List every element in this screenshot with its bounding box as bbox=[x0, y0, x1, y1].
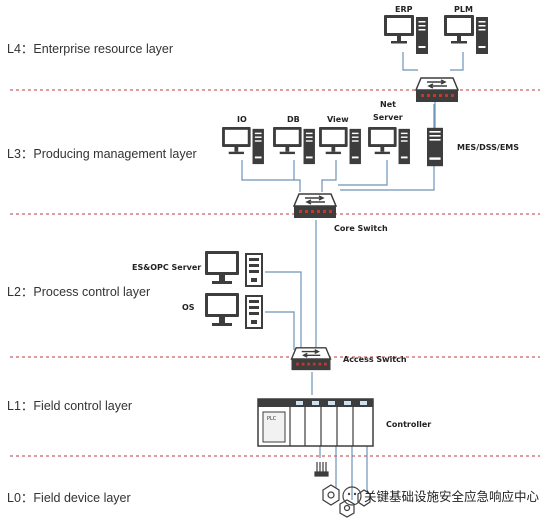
mes-server-icon bbox=[427, 127, 443, 167]
layer-label-l0: L0：Field device layer bbox=[7, 491, 131, 505]
layer-label-l4: L4：Enterprise resource layer bbox=[7, 42, 173, 56]
os-workstation-icon bbox=[204, 292, 263, 329]
plm-label: PLM bbox=[454, 5, 473, 14]
watermark: 关键基础设施安全应急响应中心 bbox=[342, 486, 540, 506]
layer-label-l1: L1：Field control layer bbox=[7, 399, 132, 413]
view-workstation-icon bbox=[319, 126, 361, 165]
watermark-text: 关键基础设施安全应急响应中心 bbox=[364, 489, 540, 504]
enterprise-switch-icon bbox=[415, 77, 459, 103]
mes-label: MES/DSS/EMS bbox=[457, 143, 519, 152]
access-switch-icon bbox=[290, 347, 332, 371]
core-switch-label: Core Switch bbox=[334, 224, 388, 233]
es-opc-server-label: ES&OPC Server bbox=[132, 263, 201, 272]
net-server-label-line2: Server bbox=[373, 113, 403, 122]
plm-workstation-icon bbox=[444, 15, 488, 54]
view-label: View bbox=[327, 115, 349, 124]
es-opc-server-icon bbox=[204, 250, 263, 287]
io-label: IO bbox=[237, 115, 247, 124]
erp-workstation-icon bbox=[384, 15, 428, 54]
field-sensor-icon bbox=[314, 462, 329, 477]
os-label: OS bbox=[182, 303, 195, 312]
db-workstation-icon bbox=[273, 126, 315, 165]
access-switch-label: Access Switch bbox=[343, 355, 407, 364]
layer-label-l3: L3：Producing management layer bbox=[7, 147, 197, 161]
erp-label: ERP bbox=[395, 5, 413, 14]
field-actuator-icon bbox=[339, 499, 355, 518]
plc-label: PLC bbox=[267, 416, 277, 422]
io-workstation-icon bbox=[222, 126, 264, 165]
wechat-logo-icon bbox=[342, 486, 362, 506]
field-valve-icon bbox=[322, 484, 340, 506]
plc-controller-icon bbox=[257, 398, 374, 447]
db-label: DB bbox=[287, 115, 300, 124]
net-server-label-line1: Net bbox=[380, 100, 396, 109]
layer-label-l2: L2：Process control layer bbox=[7, 285, 150, 299]
core-switch-icon bbox=[293, 193, 337, 219]
net-server-workstation-icon bbox=[368, 126, 410, 165]
controller-label: Controller bbox=[386, 420, 431, 429]
